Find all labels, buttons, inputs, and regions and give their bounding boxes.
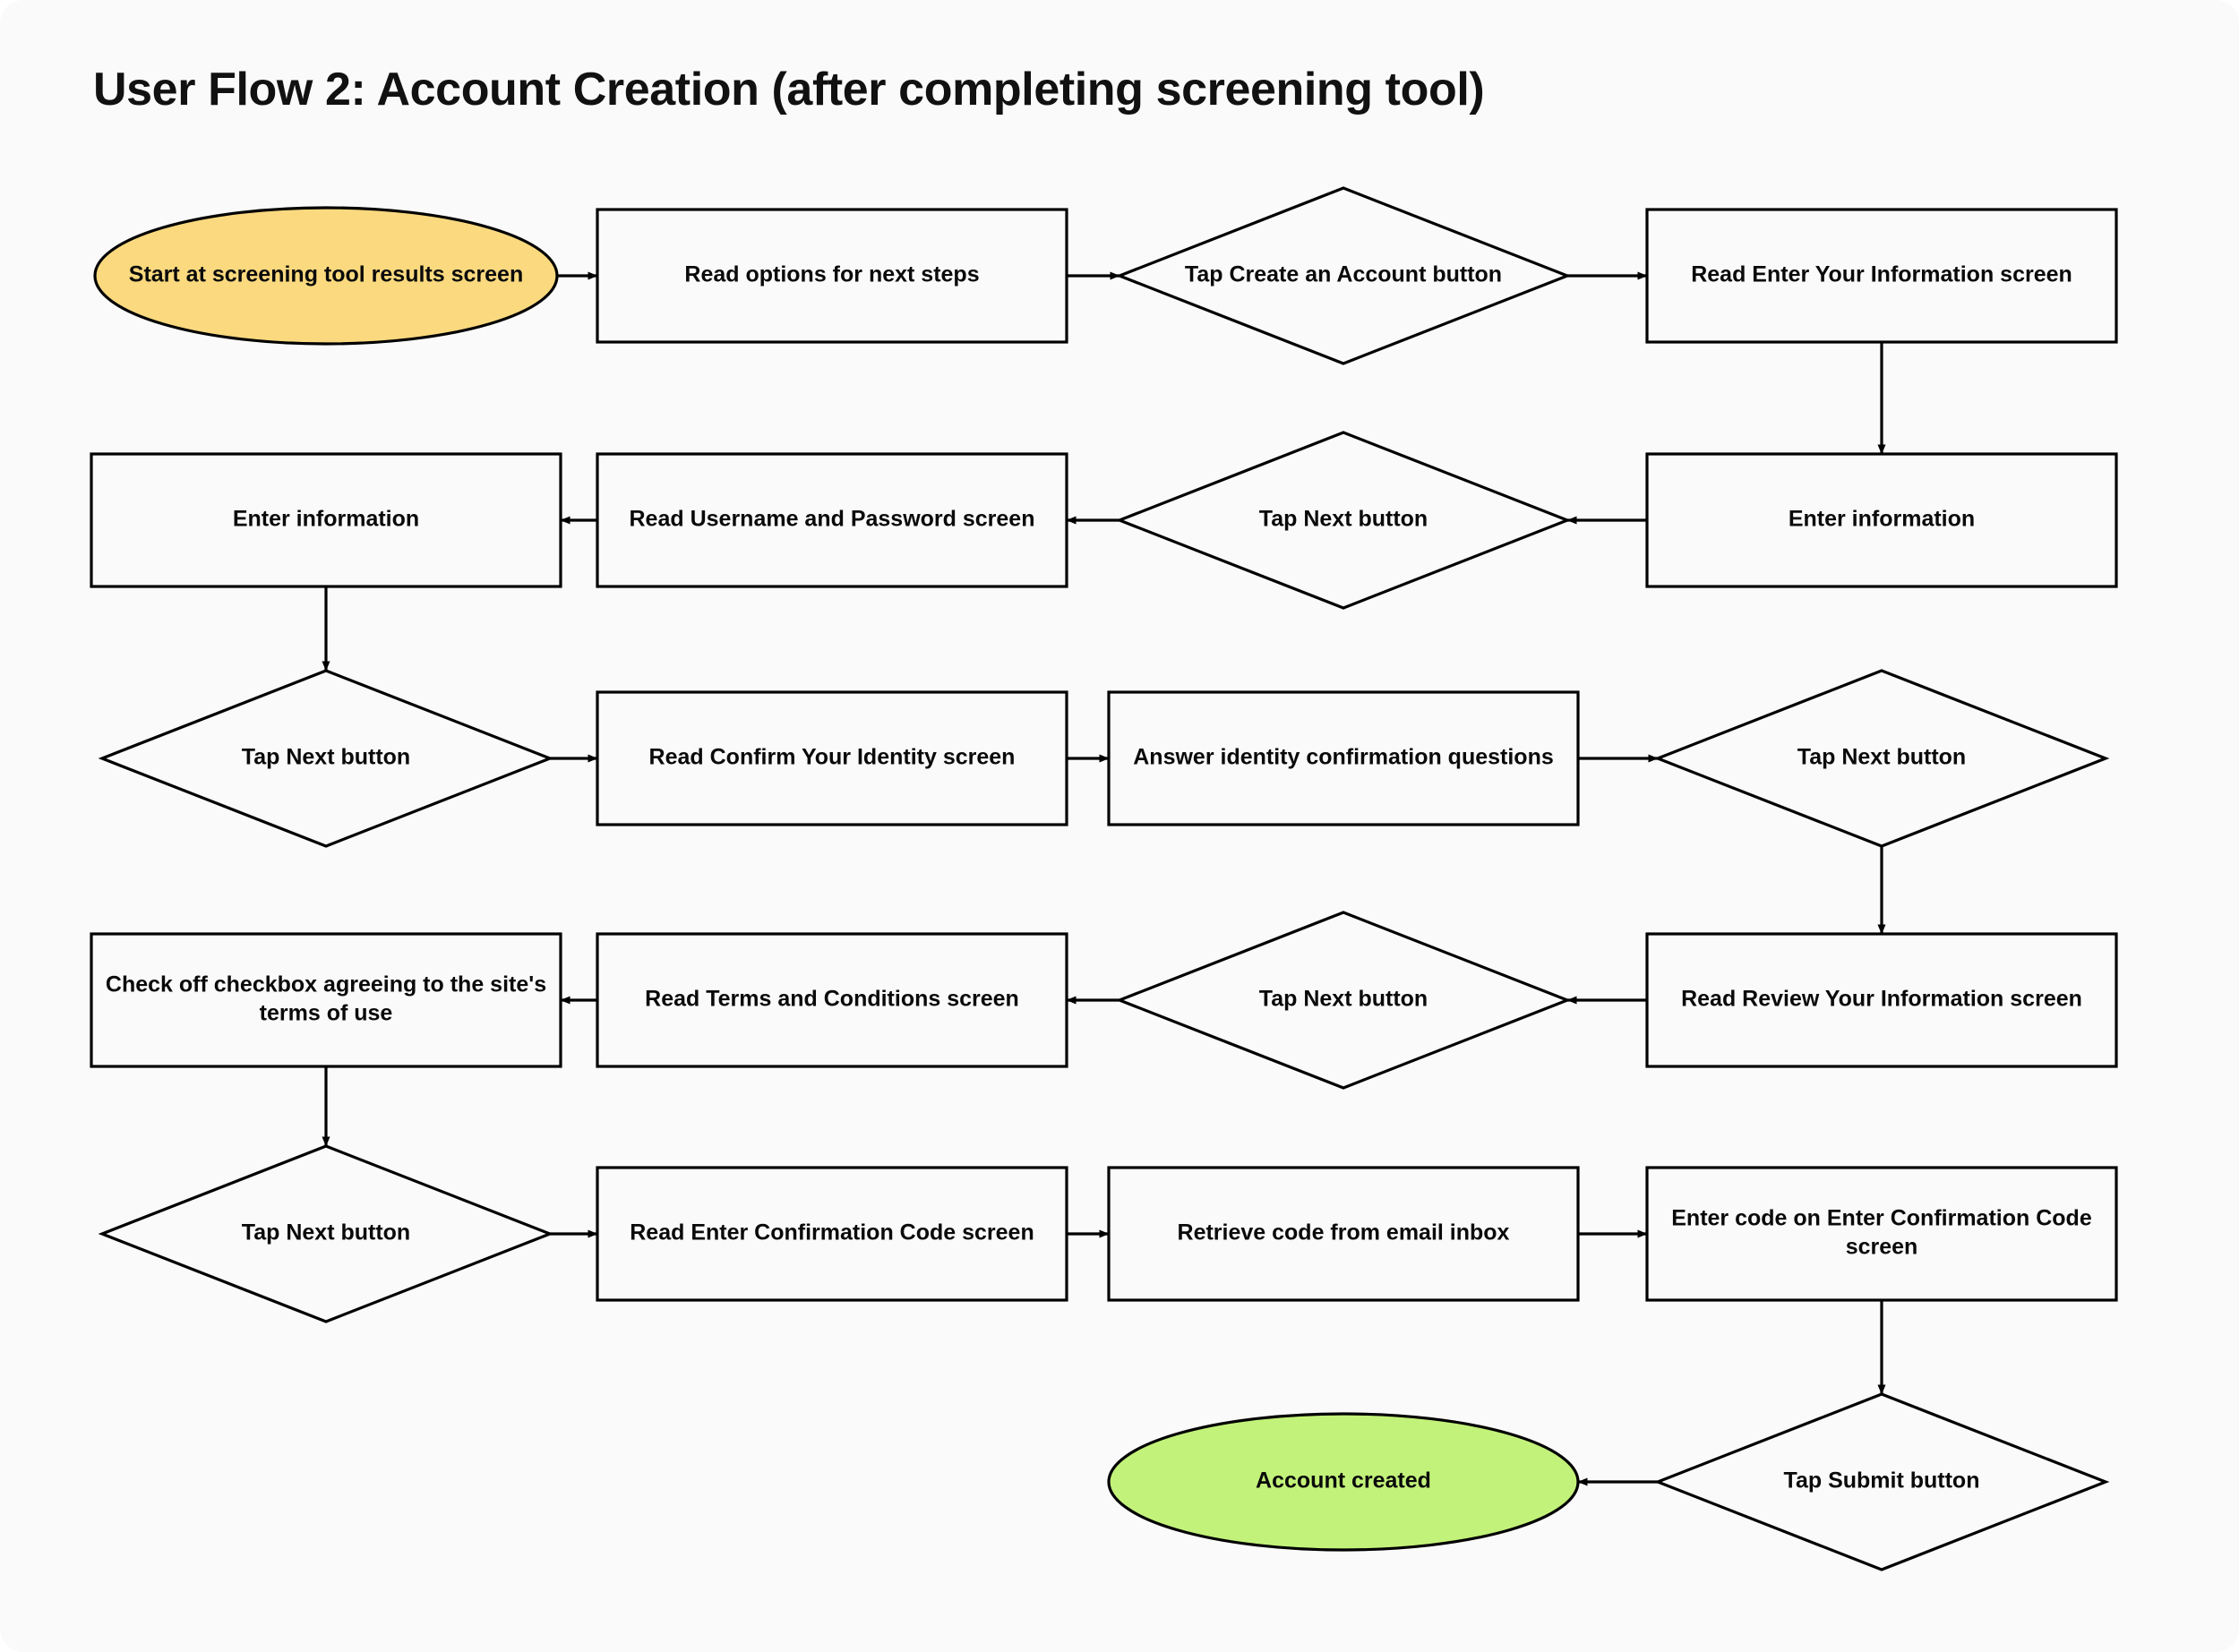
node-label: Tap Create an Account button: [1185, 262, 1502, 287]
process-outline: [90, 932, 562, 1068]
node-process-n8[interactable]: Enter information: [90, 452, 562, 588]
node-process-n4[interactable]: Read Enter Your Information screen: [1645, 208, 2118, 344]
node-label: Read options for next steps: [684, 262, 979, 287]
terminator-outline: [93, 206, 559, 346]
decision-outline: [1115, 911, 1572, 1090]
node-label: Read Terms and Conditions screen: [645, 987, 1019, 1012]
node-label: screen: [1846, 1235, 1918, 1260]
node-decision-n6[interactable]: Tap Next button: [1115, 431, 1572, 610]
node-label: Enter code on Enter Confirmation Code: [1671, 1206, 2092, 1231]
process-outline: [596, 690, 1068, 826]
node-label: Tap Next button: [242, 1220, 410, 1245]
node-label: Check off checkbox agreeing to the site'…: [106, 972, 546, 997]
node-label: Read Username and Password screen: [630, 507, 1035, 532]
connector-layer: [322, 271, 1886, 1486]
decision-outline: [1653, 669, 2110, 848]
node-decision-n14[interactable]: Tap Next button: [1115, 911, 1572, 1090]
process-outline: [1107, 1166, 1580, 1302]
node-terminator-n1[interactable]: Start at screening tool results screen: [93, 206, 559, 346]
node-label: Read Review Your Information screen: [1681, 987, 2082, 1012]
node-terminator-n22[interactable]: Account created: [1107, 1412, 1580, 1552]
process-outline: [596, 932, 1068, 1068]
node-label: Enter information: [1789, 507, 1975, 532]
node-label: Tap Next button: [1259, 507, 1428, 532]
process-outline: [1645, 1166, 2118, 1302]
decision-outline: [98, 1144, 554, 1323]
node-label: Tap Next button: [242, 745, 410, 770]
node-process-n15[interactable]: Read Terms and Conditions screen: [596, 932, 1068, 1068]
node-process-n20[interactable]: Enter code on Enter Confirmation Code scr…: [1645, 1166, 2118, 1302]
node-process-n19[interactable]: Retrieve code from email inbox: [1107, 1166, 1580, 1302]
node-process-n7[interactable]: Read Username and Password screen: [596, 452, 1068, 588]
node-process-n10[interactable]: Read Confirm Your Identity screen: [596, 690, 1068, 826]
node-decision-n21[interactable]: Tap Submit button: [1653, 1392, 2110, 1571]
node-label: Answer identity confirmation questions: [1133, 745, 1554, 770]
node-label: Start at screening tool results screen: [129, 262, 523, 287]
decision-outline: [98, 669, 554, 848]
node-decision-n3[interactable]: Tap Create an Account button: [1115, 186, 1572, 365]
node-process-n16[interactable]: Check off checkbox agreeing to the site'…: [90, 932, 562, 1068]
terminator-outline: [1107, 1412, 1580, 1552]
decision-outline: [1115, 186, 1572, 365]
node-label: Tap Next button: [1259, 987, 1428, 1012]
process-outline: [1645, 932, 2118, 1068]
node-label: Read Confirm Your Identity screen: [649, 745, 1016, 770]
node-label: Retrieve code from email inbox: [1178, 1220, 1510, 1245]
process-outline: [596, 208, 1068, 344]
node-process-n18[interactable]: Read Enter Confirmation Code screen: [596, 1166, 1068, 1302]
process-outline: [1645, 208, 2118, 344]
node-process-n2[interactable]: Read options for next steps: [596, 208, 1068, 344]
node-label: Account created: [1256, 1468, 1431, 1494]
node-label: Read Enter Your Information screen: [1691, 262, 2072, 287]
decision-outline: [1653, 1392, 2110, 1571]
process-outline: [596, 452, 1068, 588]
process-outline: [596, 1166, 1068, 1302]
node-process-n5[interactable]: Enter information: [1645, 452, 2118, 588]
process-outline: [1107, 690, 1580, 826]
node-decision-n12[interactable]: Tap Next button: [1653, 669, 2110, 848]
node-label: Tap Submit button: [1784, 1468, 1980, 1494]
process-outline: [1645, 452, 2118, 588]
node-decision-n17[interactable]: Tap Next button: [98, 1144, 554, 1323]
node-process-n11[interactable]: Answer identity confirmation questions: [1107, 690, 1580, 826]
node-label: Read Enter Confirmation Code screen: [630, 1220, 1034, 1245]
node-label: Enter information: [233, 507, 419, 532]
node-label: Tap Next button: [1797, 745, 1966, 770]
page-title: User Flow 2: Account Creation (after com…: [93, 64, 1484, 116]
node-process-n13[interactable]: Read Review Your Information screen: [1645, 932, 2118, 1068]
process-outline: [90, 452, 562, 588]
node-decision-n9[interactable]: Tap Next button: [98, 669, 554, 848]
node-label: terms of use: [260, 1001, 393, 1026]
decision-outline: [1115, 431, 1572, 610]
